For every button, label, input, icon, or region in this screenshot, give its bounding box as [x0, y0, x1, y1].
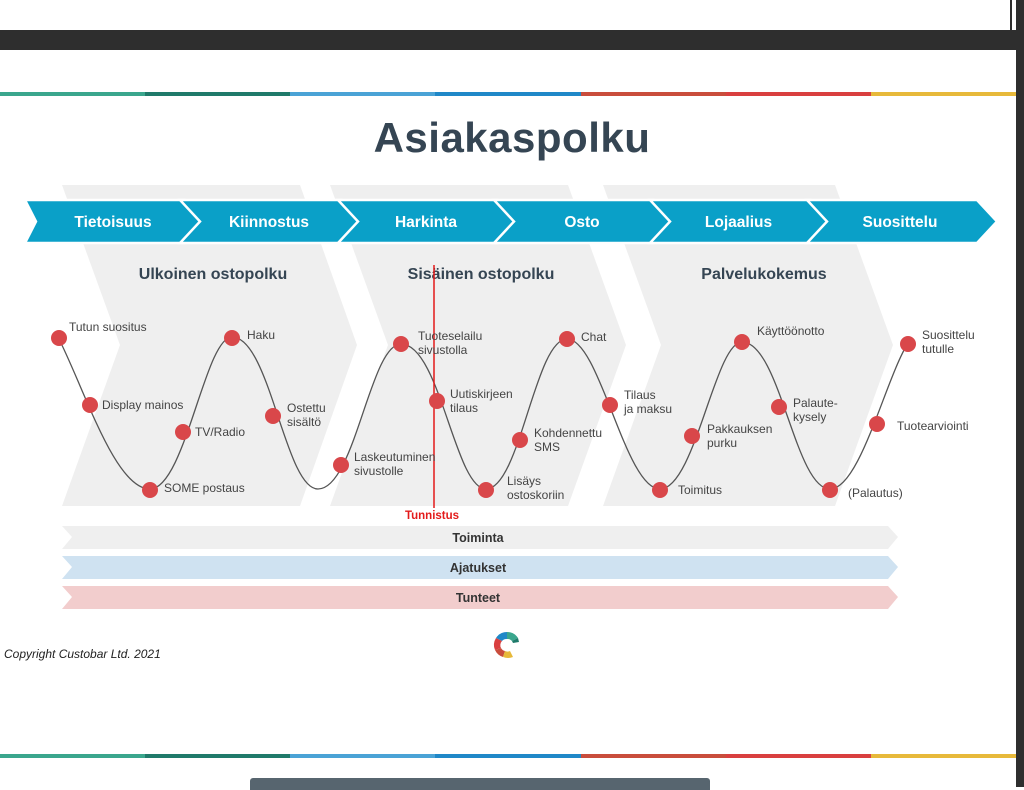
band-toiminta: [62, 526, 898, 549]
stage-label-3: Harkinta: [395, 214, 457, 231]
band-label-ajatukset: Ajatukset: [450, 561, 507, 575]
touchpoint-label-18: (Palautus): [848, 486, 903, 500]
touchpoint-dot-10: [478, 482, 494, 498]
touchpoint-dot-8: [393, 336, 409, 352]
bands-area: Toiminta Ajatukset Tunteet: [62, 526, 898, 609]
page-edge-top: [1010, 0, 1012, 30]
color-stripe-bottom: [0, 754, 1016, 758]
viewer-page-gap: [0, 30, 1024, 50]
band-label-tunteet: Tunteet: [456, 591, 501, 605]
touchpoint-dot-12: [559, 331, 575, 347]
touchpoint-dot-3: [142, 482, 158, 498]
stage-label-6: Suosittelu: [863, 214, 938, 231]
band-label-toiminta: Toiminta: [452, 531, 504, 545]
touchpoint-dot-18: [822, 482, 838, 498]
section-title-sisainen: Sisäinen ostopolku: [408, 266, 555, 283]
stage-label-1: Tietoisuus: [74, 214, 151, 231]
touchpoint-label-19: Tuotearviointi: [897, 419, 969, 433]
touchpoint-dot-19: [869, 416, 885, 432]
touchpoint-dot-16: [734, 334, 750, 350]
touchpoint-dot-6: [265, 408, 281, 424]
page-title: Asiakaspolku: [373, 114, 651, 161]
touchpoint-label-3: SOME postaus: [164, 481, 245, 495]
touchpoint-label-2: Display mainos: [102, 398, 183, 412]
touchpoint-label-4: TV/Radio: [195, 425, 245, 439]
band-ajatukset: [62, 556, 898, 579]
custobar-logo-icon: [493, 631, 519, 658]
touchpoint-dot-13: [602, 397, 618, 413]
touchpoint-label-5: Haku: [247, 328, 275, 342]
color-stripe-top: [0, 92, 1016, 96]
touchpoint-label-12: Chat: [581, 330, 607, 344]
section-chevron-sisainen: [330, 185, 626, 506]
section-title-palvelu: Palvelukokemus: [701, 266, 827, 283]
touchpoint-dot-9: [429, 393, 445, 409]
touchpoint-dot-15: [684, 428, 700, 444]
touchpoint-dot-11: [512, 432, 528, 448]
touchpoint-dot-1: [51, 330, 67, 346]
touchpoint-dot-20: [900, 336, 916, 352]
stage-label-4: Osto: [564, 214, 599, 231]
top-margin: [0, 0, 1024, 30]
next-page-heading-fragment: [250, 778, 710, 790]
touchpoint-dot-17: [771, 399, 787, 415]
viewer-page-edge: [1016, 0, 1024, 787]
copyright-text: Copyright Custobar Ltd. 2021: [4, 647, 161, 661]
touchpoint-label-17: Palaute-kysely: [793, 396, 838, 424]
journey-diagram: Tietoisuus Kiinnostus Harkinta Osto Lojaaliu…: [25, 185, 999, 522]
stage-arrow-6: [804, 198, 999, 245]
touchpoint-dot-14: [652, 482, 668, 498]
stage-label-5: Lojaalius: [705, 214, 772, 231]
touchpoint-label-14: Toimitus: [678, 483, 722, 497]
section-chevron-ulkoinen: [62, 185, 357, 506]
touchpoint-dot-5: [224, 330, 240, 346]
touchpoint-dot-7: [333, 457, 349, 473]
touchpoint-label-16: Käyttöönotto: [757, 324, 825, 338]
touchpoint-label-1: Tutun suositus: [69, 320, 147, 334]
touchpoint-dot-4: [175, 424, 191, 440]
section-title-ulkoinen: Ulkoinen ostopolku: [139, 266, 287, 283]
tunnistus-marker-label: Tunnistus: [405, 510, 459, 522]
band-tunteet: [62, 586, 898, 609]
stage-label-2: Kiinnostus: [229, 214, 309, 231]
touchpoint-dot-2: [82, 397, 98, 413]
